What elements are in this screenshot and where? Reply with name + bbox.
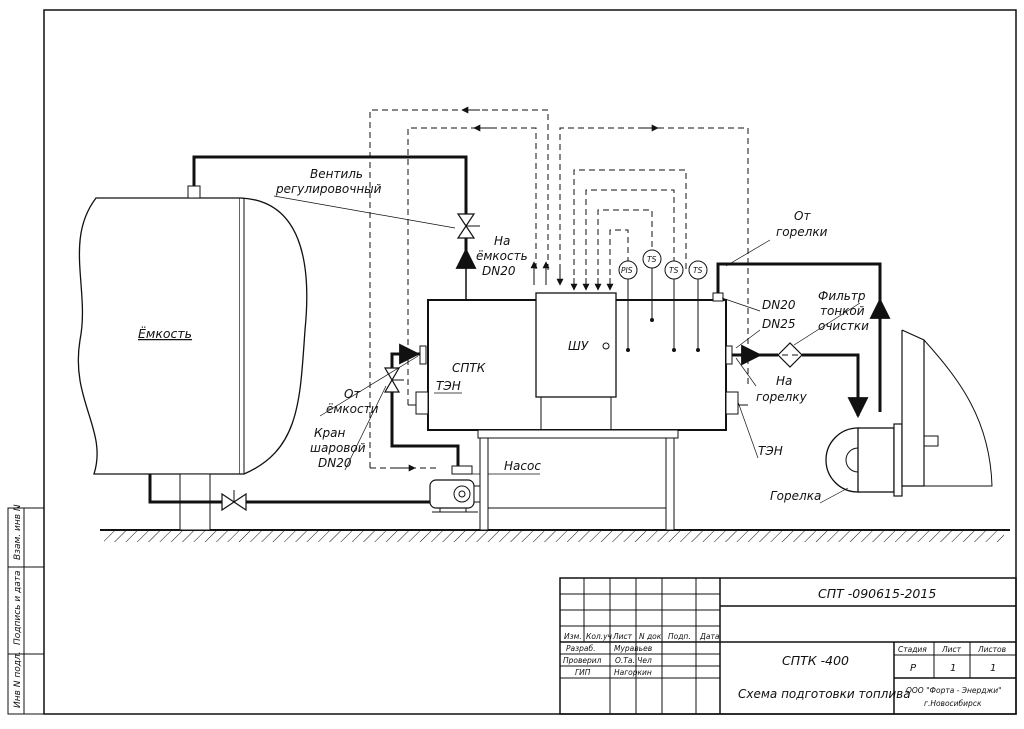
tank-label: Ёмкость: [138, 326, 192, 341]
burner-label: Горелка: [770, 489, 821, 503]
burner-supply-line: [802, 353, 860, 412]
sptk-label: СПТК: [452, 361, 486, 375]
sensor-ts-2: TS: [664, 260, 684, 280]
burner-return-line: [716, 262, 882, 412]
sheet-value: 1: [950, 663, 956, 674]
hdr-podp: Подп.: [668, 632, 691, 641]
heater-left: ТЭН: [408, 379, 462, 415]
to-burner-label-1: На: [776, 374, 792, 388]
side-stamp-cell-3: Инв N подл.: [13, 651, 23, 708]
valve-reg-label-1: Вентиль: [310, 167, 363, 181]
to-tank-label-1: На: [494, 234, 510, 248]
hdr-kolvo: Кол.уч: [586, 632, 613, 641]
control-cabinet: ШУ: [535, 292, 617, 430]
sensor-ts-1: TS: [642, 249, 662, 269]
ground-line: [100, 529, 1010, 542]
name-3: Нагоркин: [614, 668, 652, 677]
filter-label-3: очистки: [818, 319, 869, 333]
storage-tank: Ёмкость: [77, 185, 308, 531]
dn20-label: DN20: [762, 298, 796, 312]
svg-text:PIS: PIS: [621, 266, 633, 275]
sensor-points: [626, 268, 700, 352]
svg-text:TS: TS: [647, 255, 657, 264]
ball-valve-label-3: DN20: [318, 456, 352, 470]
name-1: Муравьев: [614, 644, 652, 653]
valve-reg-label-2: регулировочный: [275, 182, 382, 196]
fine-filter: [777, 342, 803, 368]
side-stamp: Взам. инв N Подпись и дата Инв N подл.: [7, 504, 45, 715]
hdr-stage: Стадия: [898, 645, 927, 654]
sheet-frame: [43, 9, 1017, 715]
return-line: [192, 155, 468, 214]
sheets-value: 1: [990, 663, 996, 674]
hdr-list: Лист: [612, 632, 633, 641]
stage-value: Р: [910, 663, 917, 674]
role-3: ГИП: [575, 668, 591, 677]
filter-label-2: тонкой: [820, 304, 865, 318]
doc-code: СПТ -090615-2015: [818, 586, 936, 601]
to-tank-label-3: DN20: [482, 264, 516, 278]
signal-lines: [369, 106, 749, 472]
from-burner-label-1: От: [794, 209, 811, 223]
ball-valve-label-2: шаровой: [310, 441, 366, 455]
sensor-pis: PIS: [618, 260, 638, 280]
to-burner-label-2: горелку: [756, 390, 808, 404]
svg-text:TS: TS: [693, 266, 703, 275]
boiler-wall: [901, 329, 993, 487]
svg-text:TS: TS: [669, 266, 679, 275]
from-tank-label-1: От: [344, 387, 361, 401]
dn25-label: DN25: [762, 317, 796, 331]
tank-outlet-valve: [221, 490, 247, 512]
ball-valve-label-1: Кран: [314, 426, 345, 440]
pump-label: Насос: [504, 459, 541, 473]
shu-label: ШУ: [568, 339, 589, 353]
company-city: г.Новосибирск: [924, 699, 982, 708]
hdr-sheets: Листов: [977, 645, 1006, 654]
hdr-sheet: Лист: [941, 645, 962, 654]
heater-right: ТЭН: [725, 391, 783, 459]
hdr-izm: Изм.: [564, 632, 582, 641]
title-block: СПТ -090615-2015 Изм. Кол.уч Лист N док.…: [559, 577, 1017, 715]
product-name: СПТК -400: [782, 653, 849, 668]
side-stamp-cell-1: Взам. инв N: [13, 504, 23, 560]
ten-left-label: ТЭН: [436, 379, 461, 393]
hdr-data: Дата: [699, 632, 720, 641]
pump: Насос: [429, 459, 541, 513]
outlet-flange: [725, 345, 733, 365]
name-2: О.Та. Чел: [615, 656, 652, 665]
sensor-ts-3: TS: [688, 260, 708, 280]
drawing-title: Схема подготовки топлива: [738, 687, 911, 701]
from-tank-label-2: ёмкости: [326, 402, 379, 416]
to-tank-label-2: ёмкость: [476, 249, 528, 263]
ten-right-label: ТЭН: [758, 444, 783, 458]
ball-valve: [383, 367, 404, 393]
hdr-ndoc: N док.: [639, 632, 664, 641]
regulating-valve: [456, 213, 480, 239]
company-name: ООО "Форта - Энерджи": [906, 686, 1002, 695]
from-burner-label-2: горелки: [776, 225, 828, 239]
filter-label-1: Фильтр: [818, 289, 866, 303]
role-1: Разраб.: [566, 644, 595, 653]
tank-outlet-line: [148, 474, 230, 504]
role-2: Проверил: [563, 656, 602, 665]
side-stamp-cell-2: Подпись и дата: [13, 570, 23, 645]
pump-discharge-line: [390, 390, 460, 466]
vessel-stand: [477, 429, 679, 531]
burner: Горелка: [770, 423, 939, 504]
